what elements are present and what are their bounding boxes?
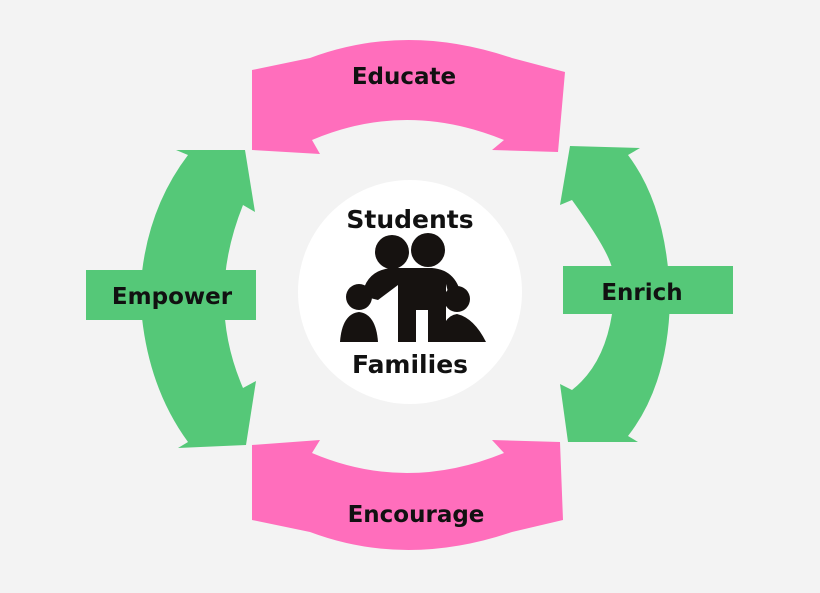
- enrich-label-box: [563, 266, 733, 314]
- educate-arrow: Educate: [252, 40, 565, 154]
- families-label: Families: [352, 350, 468, 379]
- educate-label: Educate: [352, 64, 456, 90]
- enrich-arrow-shape: [560, 146, 733, 442]
- family-group-icon: [340, 233, 486, 342]
- enrich-label: Enrich: [601, 280, 682, 306]
- encourage-arrow: Encourage: [252, 440, 563, 550]
- empower-label: Empower: [112, 284, 233, 310]
- enrich-arrow: Enrich: [560, 146, 733, 442]
- students-label: Students: [346, 205, 473, 234]
- encourage-arrow-shape: [252, 440, 563, 550]
- empower-label-box: [86, 270, 256, 320]
- empower-arrow: Empower: [86, 150, 256, 448]
- educate-arrow-shape: [252, 40, 565, 154]
- encourage-label: Encourage: [348, 502, 485, 528]
